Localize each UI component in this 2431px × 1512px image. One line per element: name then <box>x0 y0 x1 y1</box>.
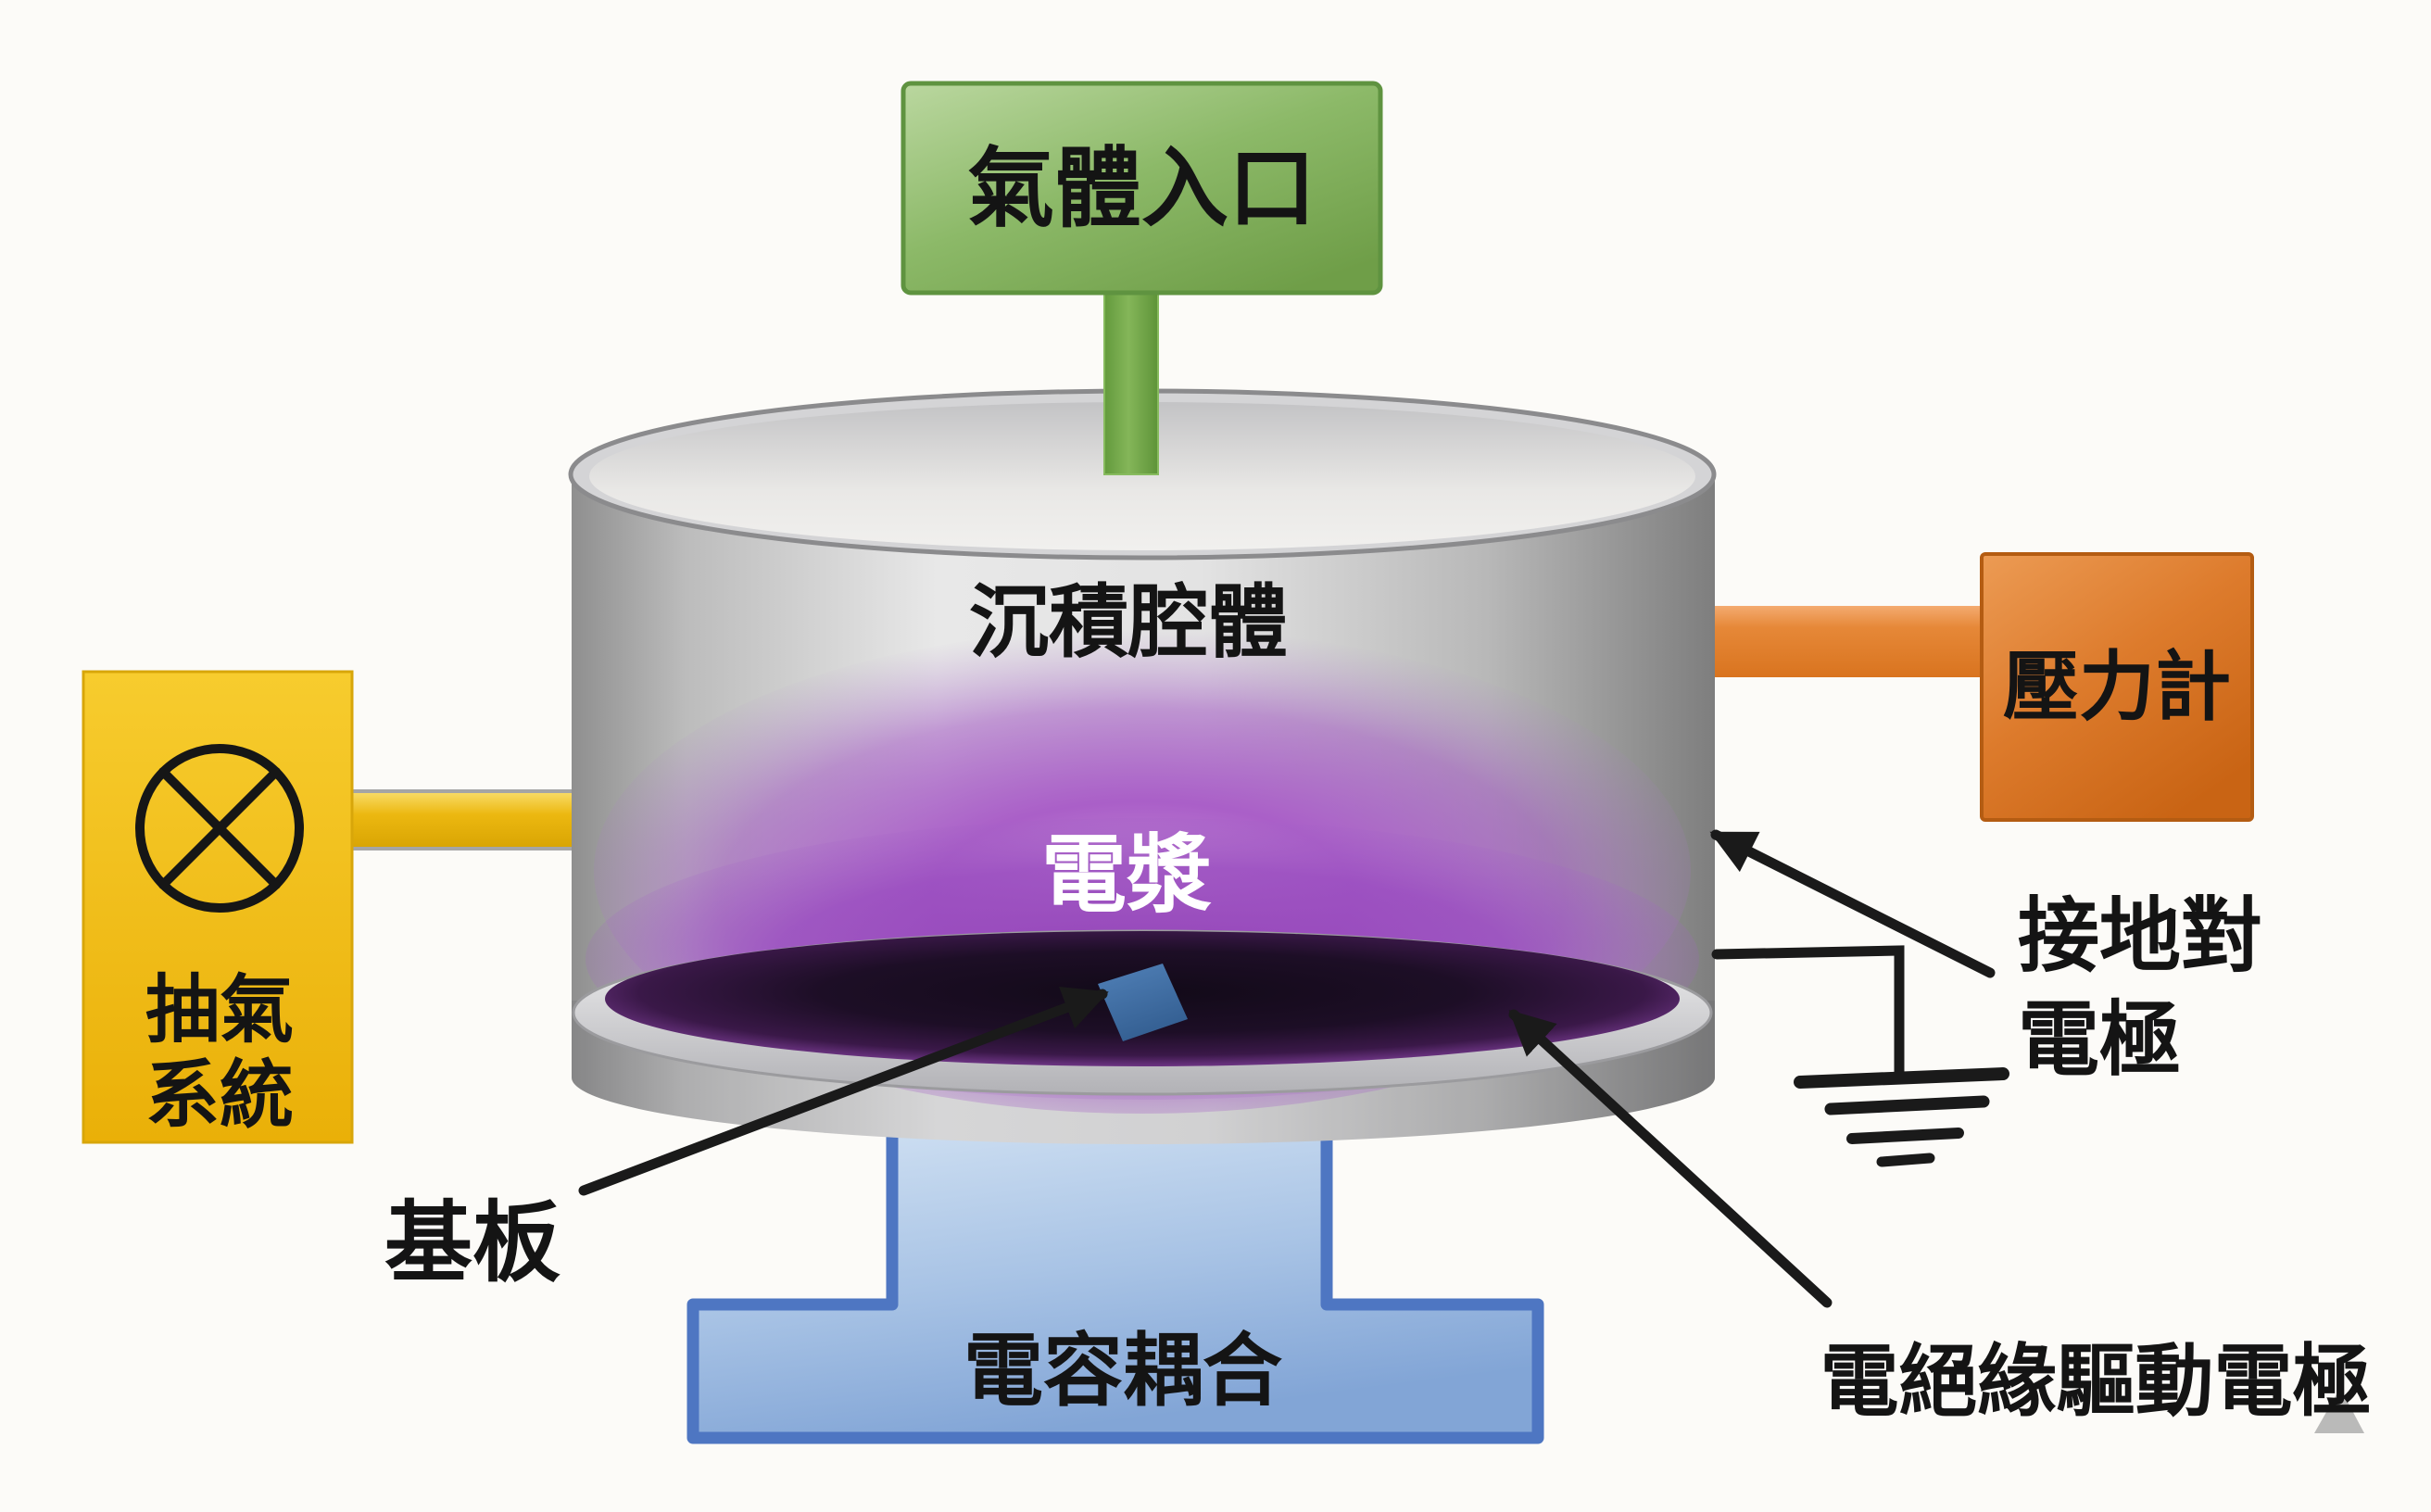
substrate-chip <box>1098 964 1188 1041</box>
pump-label-line2: 系統 <box>145 1054 294 1137</box>
pump-pipe <box>350 789 574 850</box>
gas-inlet-label: 氣體入口 <box>967 140 1316 237</box>
pump-label-line1: 抽氣 <box>145 969 294 1052</box>
plasma-label: 電漿 <box>1041 828 1212 923</box>
pressure-gauge-label: 壓力計 <box>2003 646 2231 730</box>
pump-box <box>82 670 354 1144</box>
capacitive-coupling-box <box>686 1122 1544 1444</box>
chamber-label: 沉積腔體 <box>969 578 1288 667</box>
ground-electrode-label-line1: 接地對 <box>2018 890 2262 982</box>
drive-electrode-label: 電絕緣驅動電極 <box>1820 1339 2371 1427</box>
pressure-gauge-box <box>1980 552 2254 822</box>
gas-inlet-box <box>901 81 1383 296</box>
gas-inlet-stem <box>1103 292 1159 475</box>
chamber-top-inner <box>589 402 1695 550</box>
substrate-label: 基板 <box>384 1194 561 1292</box>
substrate-arrow <box>578 986 1109 1196</box>
capacitive-coupling-label: 電容耦合 <box>964 1327 1282 1416</box>
pump-icon <box>135 744 304 913</box>
watermark-triangle <box>2314 1388 2364 1433</box>
ground-symbol <box>1711 945 2009 1167</box>
drive-electrode-arrow <box>1508 1009 1833 1308</box>
ground-electrode-arrow <box>1709 829 1996 978</box>
ground-electrode-label-line2: 電極 <box>2018 994 2181 1086</box>
pressure-pipe <box>1713 606 1984 677</box>
